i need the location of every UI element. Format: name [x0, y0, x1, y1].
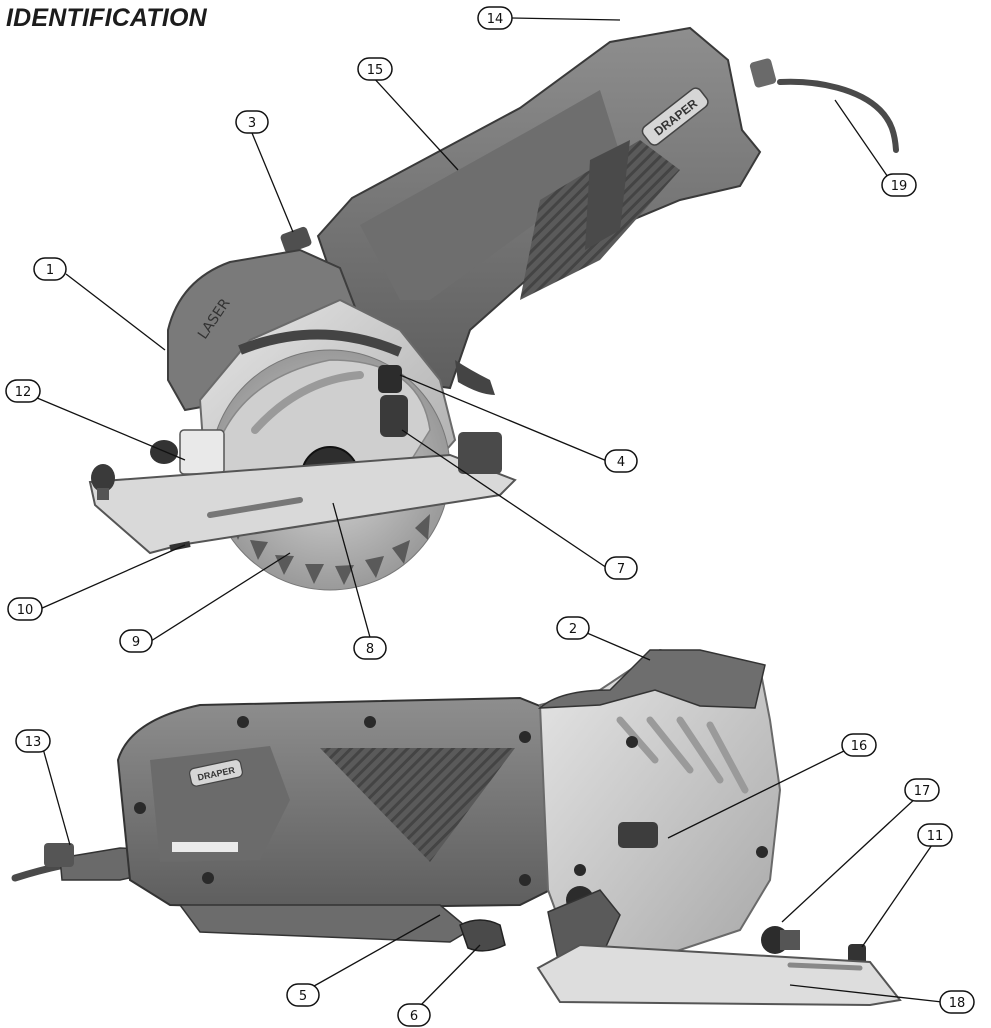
- lower-grip-texture: [320, 748, 515, 862]
- callout-5-label: 5: [299, 989, 307, 1004]
- callout-9: 9: [119, 629, 153, 653]
- callout-5: 5: [286, 983, 320, 1007]
- callout-7-label: 7: [617, 562, 625, 577]
- callout-15: 15: [357, 57, 393, 81]
- page-title: IDENTIFICATION: [6, 4, 207, 32]
- upper-depth-lock-knob: [378, 365, 402, 393]
- upper-base-rear-knob: [91, 464, 115, 492]
- callout-17-label: 17: [914, 784, 931, 799]
- upper-blade-cover-slot: [251, 371, 364, 434]
- upper-depth-scale: [238, 329, 402, 357]
- callout-11-label: 11: [927, 829, 944, 844]
- callout-18-label: 18: [949, 996, 966, 1011]
- callout-18: 18: [939, 990, 975, 1014]
- upper-laser-window: [179, 429, 225, 475]
- callout-4: 4: [604, 449, 638, 473]
- callout-2: 2: [556, 616, 590, 640]
- callout-12: 12: [5, 379, 41, 403]
- callout-10: 10: [7, 597, 43, 621]
- lower-rating-label: [172, 842, 238, 852]
- upper-grip: [360, 90, 625, 300]
- leader-7: [401, 429, 608, 569]
- callout-14-label: 14: [487, 12, 504, 27]
- leader-6: [415, 944, 481, 1011]
- callout-19-label: 19: [891, 179, 908, 194]
- callout-13-label: 13: [25, 735, 42, 750]
- callout-17: 17: [904, 778, 940, 802]
- callout-badges: 1 2 3 4 5 6 7 8: [5, 6, 975, 1027]
- leader-17: [781, 795, 919, 923]
- callout-13: 13: [15, 729, 51, 753]
- leader-3: [251, 132, 294, 233]
- callout-19: 19: [881, 173, 917, 197]
- leader-4: [399, 374, 608, 462]
- lower-handle-underside: [178, 904, 472, 943]
- leader-9: [150, 552, 291, 642]
- leader-1: [65, 273, 166, 351]
- callout-8-label: 8: [366, 642, 374, 657]
- leader-13: [41, 744, 71, 846]
- callout-10-label: 10: [17, 603, 34, 618]
- callout-1-label: 1: [46, 263, 54, 278]
- lower-label-plate: [150, 746, 290, 862]
- callout-6: 6: [397, 1003, 431, 1027]
- leader-11: [861, 841, 935, 948]
- callout-4-label: 4: [617, 455, 625, 470]
- leader-8: [332, 502, 372, 642]
- callout-12-label: 12: [15, 385, 32, 400]
- leader-12: [29, 394, 186, 461]
- callout-16-label: 16: [851, 739, 868, 754]
- callout-6-label: 6: [410, 1009, 418, 1024]
- callout-3-label: 3: [248, 116, 256, 131]
- callout-7: 7: [604, 556, 638, 580]
- callout-14: 14: [477, 6, 513, 30]
- lower-spindle-lock: [618, 822, 658, 848]
- callout-2-label: 2: [569, 622, 577, 637]
- callout-15-label: 15: [367, 63, 384, 78]
- callout-8: 8: [353, 636, 387, 660]
- callout-3: 3: [235, 110, 269, 134]
- upper-base-rear-knob-post: [97, 488, 109, 500]
- leader-16: [667, 747, 851, 839]
- upper-parallel-guide-slot: [169, 541, 191, 551]
- upper-base-front-bracket: [458, 432, 502, 474]
- leader-19: [834, 99, 891, 181]
- lower-upper-guard: [537, 649, 766, 709]
- lower-bevel-knob-shaft: [780, 930, 800, 950]
- callout-16: 16: [841, 733, 877, 757]
- callout-leaders: [29, 17, 943, 1011]
- lower-housing-screws: [134, 716, 531, 886]
- upper-bevel-lock: [380, 395, 408, 437]
- lower-guard-screws: [574, 736, 768, 876]
- leader-2: [579, 629, 651, 661]
- callout-11: 11: [917, 823, 953, 847]
- lower-trigger-switch: [459, 919, 506, 952]
- lower-saw-view: DRAPER: [11, 648, 902, 1007]
- lower-base-slot: [787, 962, 863, 971]
- upper-vents: [585, 140, 630, 250]
- leader-14: [511, 17, 621, 21]
- cable-clip: [749, 58, 777, 88]
- upper-saw-view: DRAPER LASER: [88, 26, 899, 591]
- lower-cable-clip: [44, 843, 74, 867]
- leader-15: [371, 75, 459, 171]
- lower-base-plate: [536, 943, 902, 1007]
- upper-side-knob: [150, 440, 178, 464]
- upper-lock-off-button: [280, 226, 312, 254]
- callout-9-label: 9: [132, 635, 140, 650]
- leader-18: [789, 984, 943, 1003]
- leader-10: [39, 544, 186, 610]
- upper-base-slot: [207, 497, 303, 518]
- leader-5: [306, 914, 441, 991]
- lower-logo-badge: DRAPER: [189, 758, 243, 787]
- upper-trigger: [455, 360, 495, 395]
- callout-1: 1: [33, 257, 67, 281]
- upper-power-cable: [777, 78, 899, 153]
